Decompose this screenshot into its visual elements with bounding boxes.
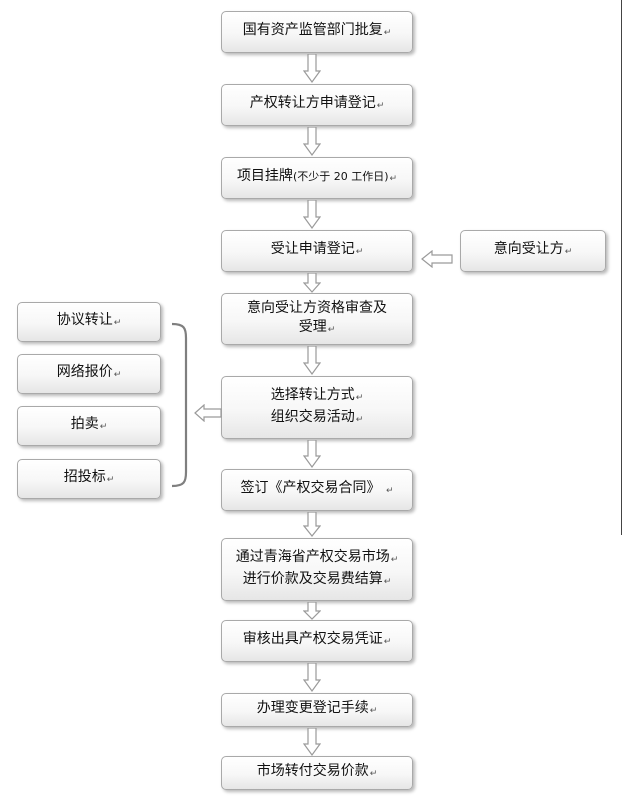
step-settlement: 通过青海省产权交易市场↵ 进行价款及交易费结算↵ bbox=[221, 538, 413, 601]
step-transferee-application: 受让申请登记↵ bbox=[221, 230, 413, 272]
step-label-line2: 组织交易活动 bbox=[270, 408, 355, 425]
arrow-down-icon bbox=[303, 728, 321, 756]
step-sign-contract: 签订《产权交易合同》 ↵ bbox=[221, 469, 413, 511]
arrow-down-icon bbox=[303, 273, 321, 293]
step-pay-transfer-price: 市场转付交易价款↵ bbox=[221, 756, 413, 790]
return-mark-icon: ↵ bbox=[383, 28, 392, 38]
return-mark-icon: ↵ bbox=[390, 554, 399, 565]
step-project-listing: 项目挂牌(不少于 20 工作日)↵ bbox=[221, 157, 413, 199]
bracket-icon bbox=[171, 322, 188, 488]
step-label: 签订《产权交易合同》 bbox=[240, 480, 381, 496]
arrow-left-icon bbox=[421, 250, 453, 268]
intended-transferee-box: 意向受让方↵ bbox=[460, 230, 606, 272]
return-mark-icon: ↵ bbox=[376, 101, 385, 111]
step-label: 受让申请登记 bbox=[270, 241, 355, 257]
method-tender: 招投标↵ bbox=[17, 459, 161, 499]
method-auction: 拍卖↵ bbox=[17, 406, 161, 446]
step-state-asset-approval: 国有资产监管部门批复↵ bbox=[221, 11, 413, 53]
step-label-line1: 意向受让方资格审查及 bbox=[247, 299, 387, 316]
return-mark-icon: ↵ bbox=[383, 637, 392, 647]
return-mark-icon: ↵ bbox=[355, 247, 364, 257]
step-label: 项目挂牌 bbox=[236, 168, 293, 184]
arrow-down-icon bbox=[303, 663, 321, 692]
step-label: 产权转让方申请登记 bbox=[249, 95, 376, 111]
arrow-down-icon bbox=[303, 127, 321, 156]
return-mark-icon: ↵ bbox=[385, 486, 394, 496]
method-label: 网络报价 bbox=[56, 364, 113, 380]
step-label: 审核出具产权交易凭证 bbox=[242, 631, 383, 647]
step-transferor-registration: 产权转让方申请登记↵ bbox=[221, 84, 413, 126]
return-mark-icon: ↵ bbox=[355, 414, 364, 425]
return-mark-icon: ↵ bbox=[389, 174, 398, 184]
return-mark-icon: ↵ bbox=[327, 324, 336, 335]
step-label-line1: 选择转让方式 bbox=[270, 386, 355, 403]
step-label: 国有资产监管部门批复 bbox=[242, 22, 383, 38]
step-note: (不少于 20 工作日) bbox=[292, 170, 389, 183]
method-agreement-transfer: 协议转让↵ bbox=[17, 302, 161, 342]
step-select-transfer-method: 选择转让方式↵ 组织交易活动↵ bbox=[221, 376, 413, 439]
method-online-bidding: 网络报价↵ bbox=[17, 354, 161, 394]
return-mark-icon: ↵ bbox=[106, 475, 115, 485]
step-label: 办理变更登记手续 bbox=[256, 700, 369, 716]
arrow-down-icon bbox=[303, 200, 321, 229]
method-label: 拍卖 bbox=[70, 416, 99, 432]
arrow-down-icon bbox=[303, 512, 321, 537]
arrow-left-icon bbox=[194, 404, 222, 422]
return-mark-icon: ↵ bbox=[99, 422, 108, 432]
return-mark-icon: ↵ bbox=[369, 706, 378, 716]
return-mark-icon: ↵ bbox=[564, 247, 573, 257]
arrow-down-icon bbox=[303, 54, 321, 83]
return-mark-icon: ↵ bbox=[113, 370, 122, 380]
return-mark-icon: ↵ bbox=[113, 318, 122, 328]
step-label: 市场转付交易价款 bbox=[256, 763, 369, 779]
arrow-down-icon bbox=[303, 346, 321, 375]
intended-transferee-label: 意向受让方 bbox=[493, 241, 564, 257]
return-mark-icon: ↵ bbox=[355, 392, 364, 403]
arrow-down-icon bbox=[303, 440, 321, 468]
page-edge-line bbox=[621, 0, 622, 535]
arrow-down-icon bbox=[303, 602, 321, 620]
step-qualification-review: 意向受让方资格审查及 受理↵ bbox=[221, 293, 413, 345]
step-change-registration: 办理变更登记手续↵ bbox=[221, 693, 413, 727]
return-mark-icon: ↵ bbox=[369, 769, 378, 779]
method-label: 招投标 bbox=[63, 469, 106, 485]
step-issue-certificate: 审核出具产权交易凭证↵ bbox=[221, 620, 413, 662]
step-label-line2: 受理 bbox=[298, 318, 327, 335]
return-mark-icon: ↵ bbox=[383, 576, 392, 587]
method-label: 协议转让 bbox=[56, 312, 113, 328]
step-label-line2: 进行价款及交易费结算 bbox=[242, 570, 383, 587]
step-label-line1: 通过青海省产权交易市场 bbox=[235, 548, 390, 565]
